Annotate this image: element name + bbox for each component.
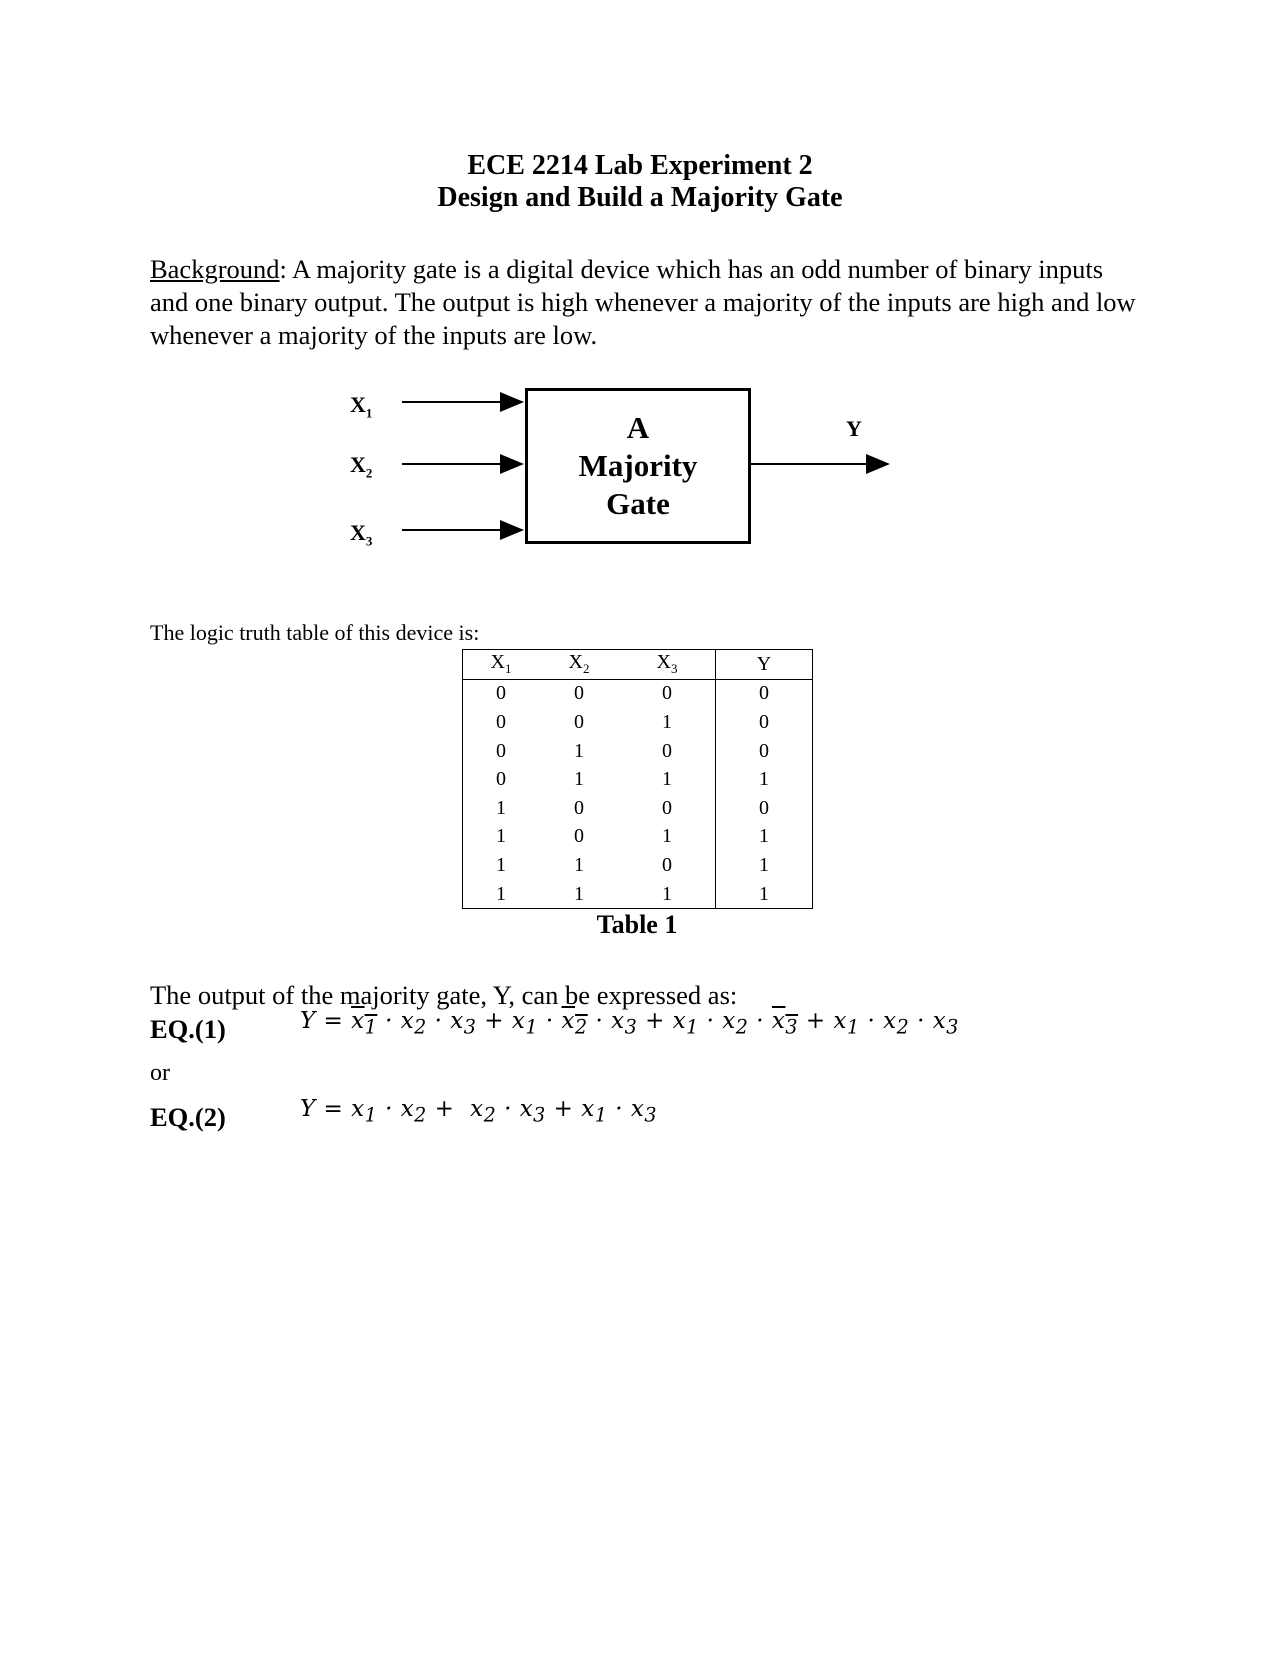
table-cell: 0 xyxy=(662,796,672,819)
background-text: : A majority gate is a digital device wh… xyxy=(150,254,1136,350)
table-cell: 0 xyxy=(715,679,813,709)
box-line-2: Majority xyxy=(578,448,698,483)
input-label-x2: X2 xyxy=(350,452,373,481)
table-cell: 0 xyxy=(662,739,672,762)
background-paragraph: Background: A majority gate is a digital… xyxy=(150,253,1140,352)
majority-gate-box: A Majority Gate xyxy=(525,388,751,544)
input-label-x3: X3 xyxy=(350,520,373,549)
table-row: 1 1 1 1 xyxy=(463,879,813,909)
eq1-label: EQ.(1) xyxy=(150,1014,226,1044)
table-caption: Table 1 xyxy=(596,910,678,939)
header-x3: X3 xyxy=(619,649,716,680)
title-line-2: Design and Build a Majority Gate xyxy=(437,182,843,213)
table-row: 1 1 0 1 xyxy=(463,851,813,880)
truth-table-intro: The logic truth table of this device is: xyxy=(150,620,480,645)
header-x2: X2 xyxy=(539,649,619,680)
table-row: 0 1 1 1 xyxy=(463,765,813,794)
table-cell: 0 xyxy=(662,853,672,876)
table-row: 0 1 0 0 xyxy=(463,736,813,766)
table-cell: 1 xyxy=(662,710,672,733)
table-cell: 0 xyxy=(496,768,506,791)
table-row: 0 0 0 0 xyxy=(463,679,813,709)
table-cell: 1 xyxy=(496,882,506,905)
table-row: 0 0 1 0 xyxy=(463,708,813,737)
table-cell: 1 xyxy=(496,853,506,876)
table-row: 1 0 1 1 xyxy=(463,822,813,852)
title-line-1: ECE 2214 Lab Experiment 2 xyxy=(467,150,813,181)
input-label-x1: X1 xyxy=(350,392,373,421)
table-cell: 0 xyxy=(574,710,584,733)
table-cell: 0 xyxy=(496,682,506,705)
table-cell: 1 xyxy=(574,853,584,876)
eq2-label: EQ.(2) xyxy=(150,1102,226,1132)
eq1-expression: Y = x1 · x2 · x3 + x1 · x2 · x3 + x1 · x… xyxy=(300,1008,959,1039)
box-line-3: Gate xyxy=(606,486,670,521)
table-cell: 1 xyxy=(574,739,584,762)
table-cell: 0 xyxy=(715,793,813,823)
table-cell: 0 xyxy=(715,736,813,766)
output-intro: The output of the majority gate, Y, can … xyxy=(150,980,738,1010)
box-line-1: A xyxy=(626,410,650,445)
table-cell: 1 xyxy=(496,825,506,848)
table-cell: 0 xyxy=(715,708,813,737)
table-header-row: X1 X2 X3 Y xyxy=(462,649,813,680)
table-cell: 0 xyxy=(574,682,584,705)
or-text: or xyxy=(150,1060,170,1086)
majority-gate-diagram xyxy=(402,392,890,540)
header-y: Y xyxy=(715,649,813,680)
table-cell: 1 xyxy=(715,851,813,880)
table-cell: 1 xyxy=(715,822,813,852)
output-label-y: Y xyxy=(846,416,862,441)
table-cell: 1 xyxy=(715,765,813,794)
table-cell: 0 xyxy=(574,825,584,848)
table-cell: 0 xyxy=(496,739,506,762)
table-cell: 1 xyxy=(574,768,584,791)
table-cell: 1 xyxy=(662,768,672,791)
table-cell: 1 xyxy=(662,882,672,905)
table-cell: 1 xyxy=(715,879,813,909)
table-cell: 1 xyxy=(662,825,672,848)
background-label: Background xyxy=(150,254,280,284)
eq2-expression: Y = x1 · x2 + x2 · x3 + x1 · x3 xyxy=(300,1096,658,1127)
header-x1: X1 xyxy=(462,649,539,680)
table-cell: 0 xyxy=(662,682,672,705)
table-row: 1 0 0 0 xyxy=(463,793,813,823)
table-cell: 0 xyxy=(574,796,584,819)
table-cell: 1 xyxy=(574,882,584,905)
table-cell: 1 xyxy=(496,796,506,819)
table-cell: 0 xyxy=(496,710,506,733)
